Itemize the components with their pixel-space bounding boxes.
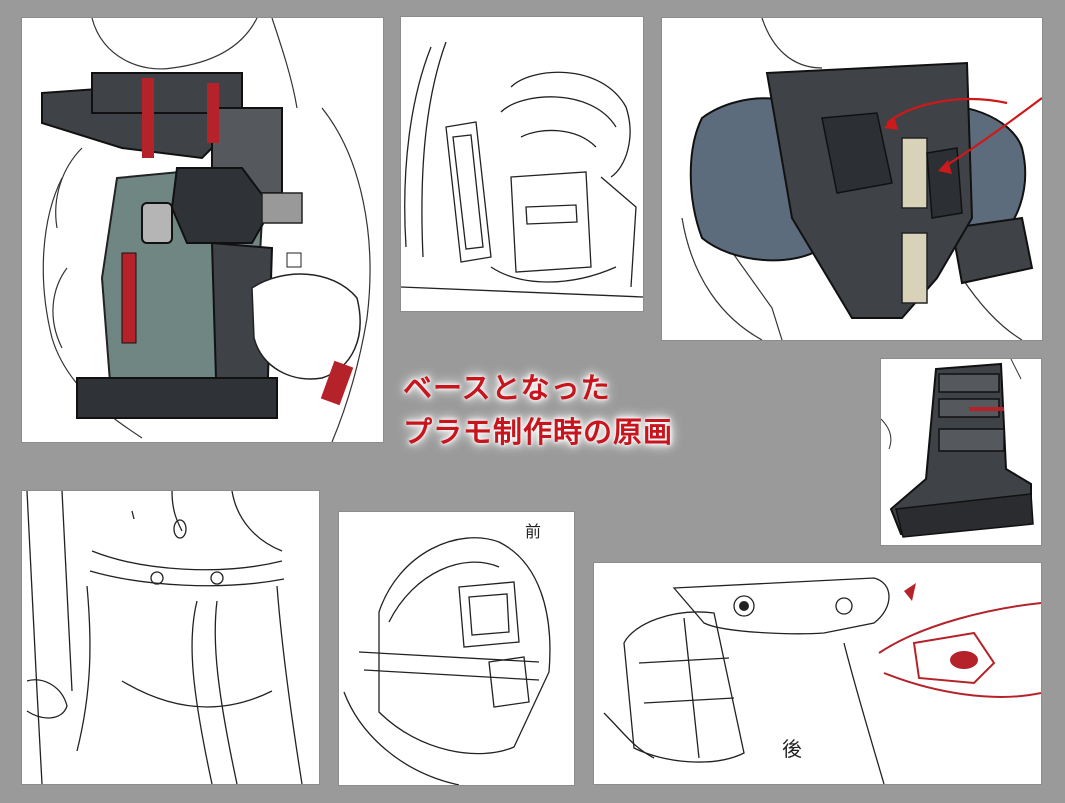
panel-shoulder-pad-lineart: 前 (339, 512, 574, 785)
panel-neck-collar-lineart (401, 17, 643, 311)
boot-illustration (881, 359, 1034, 538)
panel-colored-backpack (662, 18, 1042, 340)
caption: ベースとなった プラモ制作時の原画 (403, 366, 673, 454)
caption-line-1: ベースとなった (403, 371, 611, 405)
caption-line-2: プラモ制作時の原画 (403, 415, 674, 449)
hip-illustration (26, 491, 303, 784)
panel-hip-lineart (22, 491, 319, 784)
front-annotation: 前 (525, 522, 542, 541)
neck-collar-illustration (401, 41, 643, 298)
backpack-illustration (681, 18, 1042, 340)
panel-colored-boot (881, 359, 1041, 545)
rear-annotation: 後 (782, 737, 802, 761)
panel-colored-back-armor (22, 18, 383, 442)
waist-armor-illustration (603, 577, 1041, 784)
panel-waist-armor-lineart: 後 (594, 563, 1041, 784)
back-armor-illustration (41, 18, 371, 442)
shoulder-pad-illustration (343, 537, 551, 785)
